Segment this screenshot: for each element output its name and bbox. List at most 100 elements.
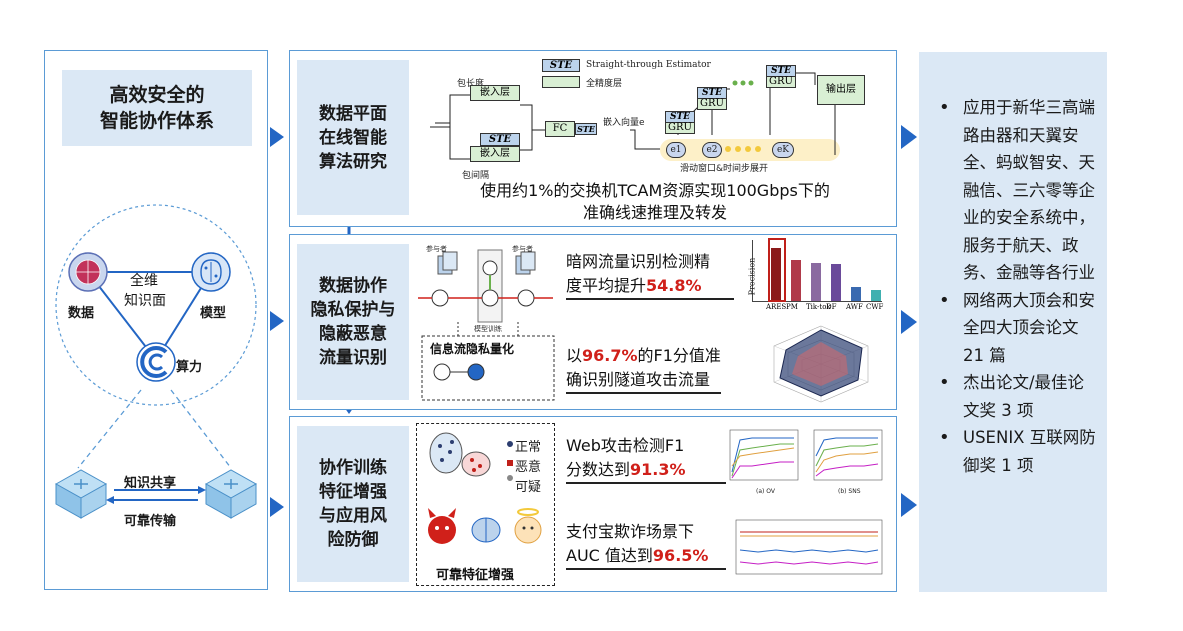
precision-tick-label: DF <box>826 303 837 311</box>
results-panel: 应用于新华三高端路由器和天翼安全、蚂蚁智安、天融信、三六零等企业的安全系统中，服… <box>919 52 1107 592</box>
privacy-diagram <box>418 249 555 401</box>
output-layer: 输出层 <box>817 75 865 105</box>
row2-title-line4: 流量识别 <box>319 348 387 368</box>
row2-metric2-line1: 以96.7%的F1分值准 <box>566 344 721 368</box>
result-item: 应用于新华三高端路由器和天翼安全、蚂蚁智安、天融信、三六零等企业的安全系统中，服… <box>935 94 1097 287</box>
precision-bar <box>811 263 821 301</box>
row2-metric1: 暗网流量识别检测精 度平均提升54.8% <box>566 250 734 300</box>
chart-a-label: (a) OV <box>756 488 775 495</box>
ares-highlight-box <box>768 238 786 302</box>
system-title: 高效安全的 智能协作体系 <box>62 70 252 146</box>
knowledge-share-label: 知识共享 <box>124 476 177 491</box>
row2-title-line3: 隐蔽恶意 <box>319 324 387 344</box>
precision-tick-label: ARES <box>766 303 787 311</box>
arrow-right-icon <box>901 125 917 149</box>
data-label: 数据 <box>68 306 95 321</box>
data-globe-icon <box>68 252 108 292</box>
system-title-line2: 智能协作体系 <box>99 110 214 132</box>
row2-title-line2: 隐私保护与 <box>310 300 396 320</box>
model-brain-icon <box>191 252 231 292</box>
row2-metric2-value: 96.7% <box>582 346 638 365</box>
row3-metric2: 支付宝欺诈场景下 AUC 值达到96.5% <box>566 520 726 570</box>
model-label: 模型 <box>200 306 227 321</box>
packet-gap-label: 包间隔 <box>462 171 490 181</box>
legend-normal: 正常 <box>515 440 542 455</box>
result-item: 杰出论文/最佳论文奖 3 项 <box>935 369 1097 424</box>
row2-metric1-line2: 度平均提升54.8% <box>566 274 734 300</box>
precision-bar <box>771 248 781 301</box>
legend-fp-swatch <box>542 76 580 88</box>
server-left-icon <box>54 469 108 519</box>
arrow-right-icon <box>901 493 917 517</box>
row3-metric2-value: 96.5% <box>652 546 709 565</box>
precision-tick-label: Tik-tok <box>806 303 831 311</box>
feature-illustration <box>428 432 542 544</box>
row2-metric1-prefix: 度平均提升 <box>566 276 647 295</box>
info-flow-label: 信息流隐私量化 <box>430 342 515 356</box>
embed-layer-2: 嵌入层 <box>470 146 520 162</box>
precision-tick-label: AWF <box>846 303 863 311</box>
row1-title-line3: 算法研究 <box>319 151 387 172</box>
precision-axis-label: Precision <box>747 257 757 296</box>
arrow-right-icon <box>270 127 284 147</box>
compute-label: 算力 <box>176 360 203 375</box>
fraud-auc-chart <box>735 519 883 575</box>
system-title-line1: 高效安全的 <box>109 84 205 106</box>
server-right-icon <box>204 469 258 519</box>
row2-metric2-line2: 确识别隧道攻击流量 <box>566 368 721 394</box>
center-label-2: 知识面 <box>124 293 166 309</box>
e2-node: e2 <box>702 142 722 158</box>
reliable-transfer-label: 可靠传输 <box>124 514 177 529</box>
row1-caption: 使用约1%的交换机TCAM资源实现100Gbps下的 准确线速推理及转发 <box>440 180 870 224</box>
legend-suspicious: 可疑 <box>515 480 542 495</box>
row1-title-line1: 数据平面 <box>319 103 387 124</box>
result-item: 网络两大顶会和安全四大顶会论文 21 篇 <box>935 287 1097 370</box>
row3-metric1-line1: Web攻击检测F1 <box>566 436 685 455</box>
row3-metric1-prefix: 分数达到 <box>566 460 631 479</box>
ek-node: eK <box>772 142 794 158</box>
arrow-right-icon <box>270 497 284 517</box>
precision-tick-label: CWF <box>866 303 884 311</box>
row3-title-line1: 协作训练 <box>319 458 387 478</box>
feature-box <box>416 423 555 586</box>
row2-metric2-pre: 以 <box>566 346 583 365</box>
sliding-window-label: 滑动窗口&时间步展开 <box>680 164 769 174</box>
triangle <box>85 271 213 362</box>
row3-title-line4: 险防御 <box>327 530 379 550</box>
legend-malicious: 恶意 <box>515 460 542 475</box>
participant-label-2: 参与者 <box>512 245 533 253</box>
row3-metric1-value: 91.3% <box>630 460 686 479</box>
gru-3: GRU <box>766 76 796 88</box>
arrow-right-icon <box>901 310 917 334</box>
compute-icon <box>136 342 176 382</box>
gru-1: GRU <box>665 122 695 134</box>
feature-label: 可靠特征增强 <box>436 568 515 583</box>
center-label-1: 全维 <box>130 273 158 289</box>
row3-title-line3: 与应用风 <box>319 506 387 526</box>
row2-metric2: 以96.7%的F1分值准 确识别隧道攻击流量 <box>566 344 721 394</box>
row3-metric1-line2: 分数达到91.3% <box>566 458 726 484</box>
web-attack-charts <box>729 429 883 481</box>
chart-b-label: (b) SNS <box>838 488 861 495</box>
radar-chart <box>773 325 869 403</box>
row3-metric2-prefix: AUC 值达到 <box>566 546 653 565</box>
embed-layer-1: 嵌入层 <box>470 85 520 101</box>
packet-length-label: 包长度 <box>457 79 485 89</box>
precision-tick-label: PM <box>786 303 798 311</box>
gru-2: GRU <box>697 98 727 110</box>
row2-metric1-line1: 暗网流量识别检测精 <box>566 252 711 271</box>
row2-metric2-post: 的F1分值准 <box>637 346 721 365</box>
legend-ste-tag: STE <box>542 59 580 72</box>
legend-fp-text: 全精度层 <box>586 79 623 89</box>
fc-layer: FC <box>545 121 575 137</box>
row3-metric2-line2: AUC 值达到96.5% <box>566 544 726 570</box>
row1-title: 数据平面 在线智能 算法研究 <box>297 60 409 215</box>
results-list: 应用于新华三高端路由器和天翼安全、蚂蚁智安、天融信、三六零等企业的安全系统中，服… <box>919 52 1107 479</box>
participant-label-1: 参与者 <box>426 245 447 253</box>
row1-caption-line2: 准确线速推理及转发 <box>582 203 727 222</box>
row2-title: 数据协作 隐私保护与 隐蔽恶意 流量识别 <box>297 244 409 400</box>
precision-bar <box>871 290 881 301</box>
legend-ste-text: Straight-through Estimator <box>586 60 711 70</box>
row2-metric1-value: 54.8% <box>646 276 702 295</box>
